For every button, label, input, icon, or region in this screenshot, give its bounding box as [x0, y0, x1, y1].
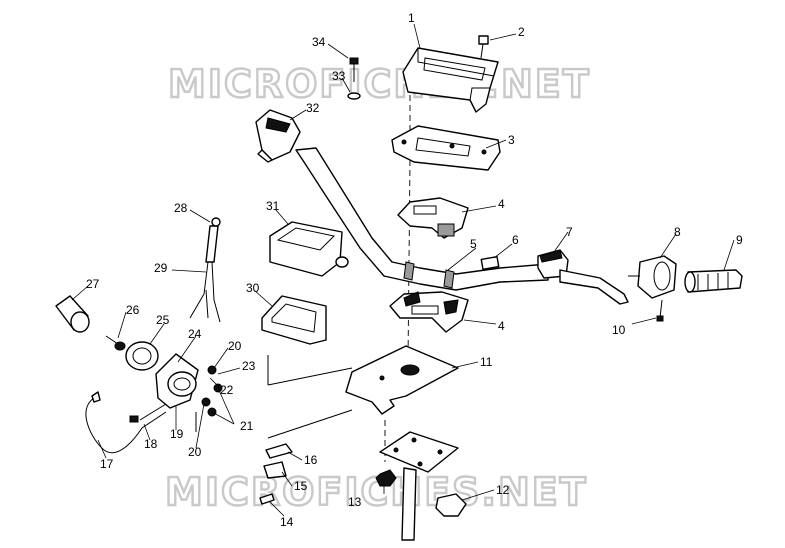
- fasteners-20-23: [195, 365, 223, 432]
- bolt-2: [478, 35, 489, 59]
- alignment-lines: [267, 75, 411, 462]
- top-clamp-bracket: [391, 125, 501, 171]
- speedo-cable: [189, 217, 221, 323]
- callout-9: 9: [736, 233, 743, 247]
- hand-grip: [684, 269, 743, 293]
- callout-34: 34: [312, 35, 326, 49]
- callout-24: 24: [188, 327, 202, 341]
- callout-32: 32: [306, 101, 320, 115]
- bolt-26: [105, 335, 126, 351]
- callout-22: 22: [220, 383, 234, 397]
- callout-23: 23: [242, 359, 256, 373]
- callout-3: 3: [508, 133, 515, 147]
- upper-clamp: [397, 197, 469, 239]
- callout-5: 5: [470, 237, 477, 251]
- lower-clamp: [389, 291, 469, 333]
- callout-27: 27: [86, 277, 100, 291]
- callout-2: 2: [518, 25, 525, 39]
- throttle-housing: [628, 255, 677, 299]
- clip-6: [480, 255, 500, 271]
- nut-13: [375, 469, 397, 487]
- callout-31: 31: [266, 199, 280, 213]
- callout-7: 7: [566, 225, 573, 239]
- watermark-bottom: MICROFICHES.NET: [165, 470, 588, 514]
- callout-20-lower: 20: [188, 445, 202, 459]
- cylinder-27: [55, 295, 90, 333]
- speedo-wire: [85, 391, 167, 453]
- left-control: [255, 109, 301, 163]
- callout-29: 29: [154, 261, 168, 275]
- speedometer-bezel: [261, 295, 327, 345]
- callout-4-upper: 4: [498, 197, 505, 211]
- bolt-34: [347, 57, 361, 100]
- callout-8: 8: [674, 225, 681, 239]
- callout-17: 17: [100, 457, 114, 471]
- callout-19: 19: [170, 427, 184, 441]
- brake-lever: [559, 269, 629, 305]
- callout-10: 10: [612, 323, 626, 337]
- callout-18: 18: [144, 437, 158, 451]
- callout-26: 26: [126, 303, 140, 317]
- callout-labels: 1 2 3 4 4 5 6 7 8 9 10 11 12 13 14 15 16…: [86, 11, 743, 529]
- watermark-top: MICROFICHES.NET: [168, 62, 591, 106]
- callout-13: 13: [348, 495, 362, 509]
- handlebar-pad: [402, 47, 499, 113]
- callout-14: 14: [280, 515, 294, 529]
- steering-post: [379, 431, 467, 541]
- callout-1: 1: [408, 11, 415, 25]
- screw-10: [656, 299, 664, 322]
- leader-lines: [71, 23, 735, 517]
- callout-4-lower: 4: [498, 319, 505, 333]
- parts-14-16: [259, 443, 293, 505]
- callout-33: 33: [332, 69, 346, 83]
- callout-12: 12: [496, 483, 510, 497]
- callout-16: 16: [304, 453, 318, 467]
- callout-20-upper: 20: [228, 339, 242, 353]
- callout-6: 6: [512, 233, 519, 247]
- grommet-25: [125, 341, 159, 371]
- callout-15: 15: [294, 479, 308, 493]
- callout-11: 11: [480, 355, 493, 369]
- callout-28: 28: [174, 201, 188, 215]
- bracket-19: [129, 353, 199, 423]
- callout-21: 21: [240, 419, 254, 433]
- callout-25: 25: [156, 313, 170, 327]
- mounting-plate: [345, 345, 459, 415]
- callout-30: 30: [246, 281, 260, 295]
- speedometer: [269, 221, 349, 277]
